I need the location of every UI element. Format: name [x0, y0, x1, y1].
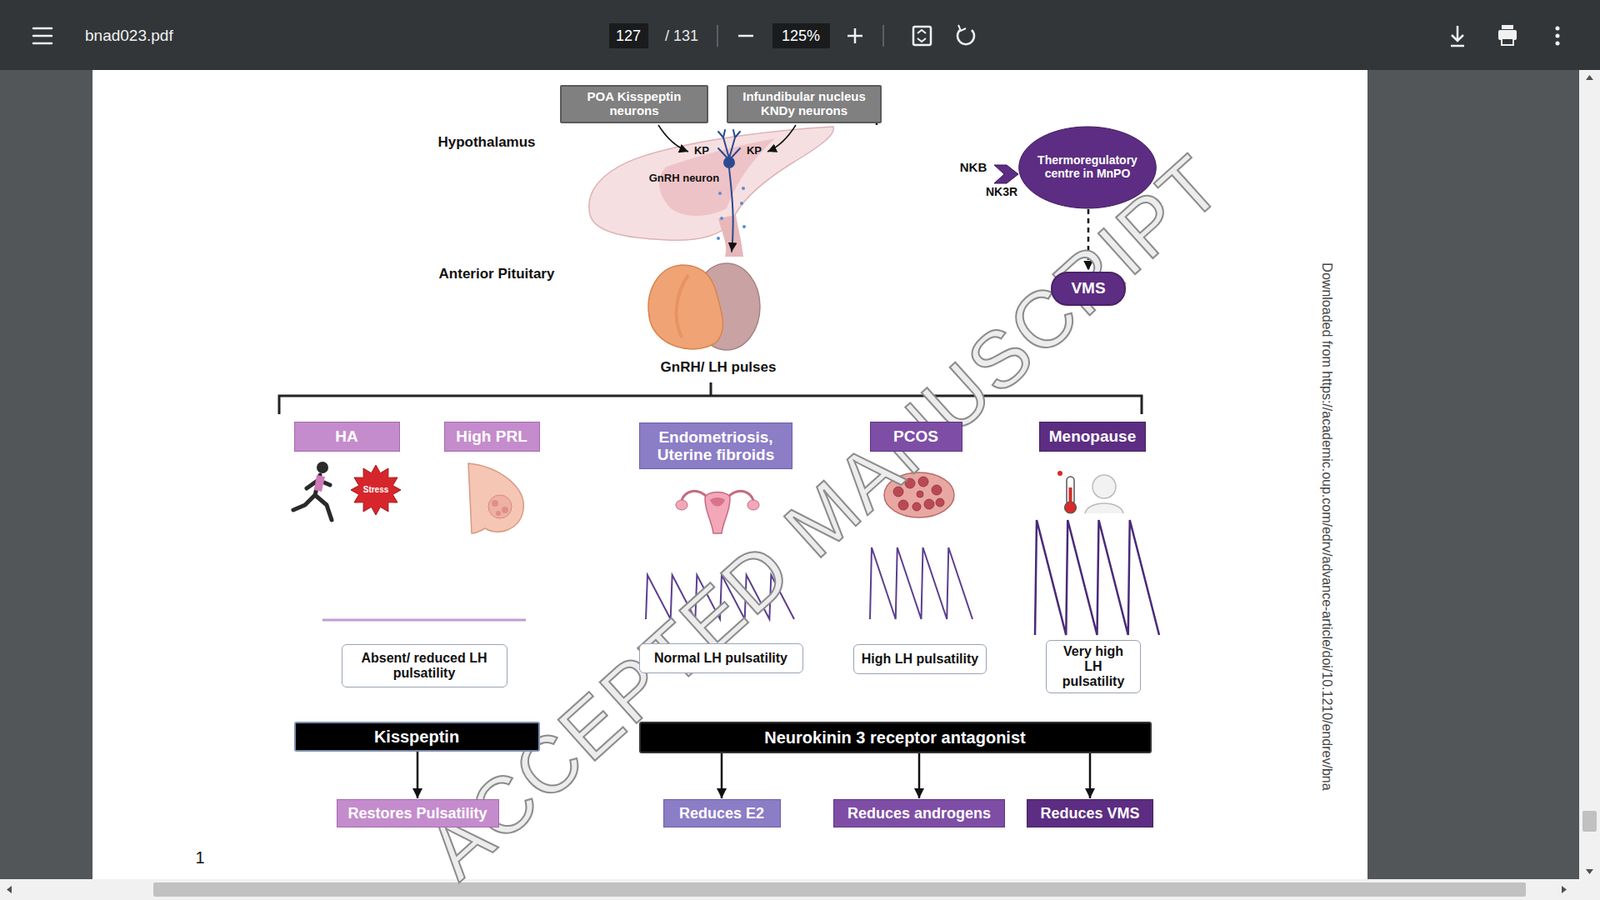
pulsatility-box: Very high LH pulsatility [1045, 640, 1141, 694]
node-text: Reduces E2 [679, 805, 765, 822]
node-text: Infundibular nucleus KNDy neurons [735, 90, 874, 119]
node-text: Menopause [1049, 427, 1137, 445]
receptor-symbol [994, 165, 1019, 184]
node-text: Neurokinin 3 receptor antagonist [764, 728, 1025, 747]
peptide-label: KP [694, 145, 710, 158]
gnrh-neuron [718, 130, 740, 252]
anterior-pituitary [648, 265, 723, 350]
neuron-group-box: Infundibular nucleus KNDy neurons [726, 85, 882, 124]
watermark: ACCEPTED MANUSCRIPT [410, 136, 1240, 898]
effect-box: Reduces VMS [1026, 799, 1154, 828]
arrow-connector [1089, 753, 1092, 799]
page-number: 1 [195, 848, 205, 868]
node-text: Very high LH pulsatility [1053, 644, 1134, 690]
neuron-group-box: POA Kisspeptin neurons [560, 85, 709, 124]
node-text: HA [335, 427, 358, 445]
node-text: Kisspeptin [374, 727, 460, 746]
node-text: POA Kisspeptin neurons [568, 90, 700, 119]
node-text: PCOS [893, 427, 939, 445]
receptor-label: NK3R [985, 185, 1018, 199]
arrow-connector [416, 751, 420, 799]
node-text: Restores Pulsatility [347, 805, 487, 822]
node-text: Thermoregulatory centre in MnPO [1034, 154, 1141, 180]
node-text: Endometriosis, Uterine fibroids [646, 428, 785, 465]
ligand-label: NKB [960, 160, 988, 175]
stress-label: Stress [363, 485, 390, 495]
effect-box: Restores Pulsatility [336, 799, 500, 828]
brain-centre-ellipse: Thermoregulatory centre in MnPO [1017, 125, 1158, 210]
node-text: High LH pulsatility [861, 651, 979, 667]
stress-star [350, 465, 401, 515]
node-text: Normal LH pulsatility [654, 650, 788, 666]
condition-box: High PRL [444, 421, 540, 452]
arrow-connector [720, 753, 724, 799]
node-text: Reduces androgens [847, 805, 991, 822]
node-text: Reduces VMS [1040, 805, 1140, 822]
peptide-label: KP [746, 145, 762, 158]
signal-label: GnRH/ LH pulses [660, 359, 777, 376]
download-note: Downloaded from https://academic.oup.com… [1319, 262, 1335, 790]
region-label: Anterior Pituitary [439, 265, 555, 283]
symptom-pill: VMS [1050, 271, 1126, 306]
hot-flush-icon [1057, 470, 1124, 514]
node-text: High PRL [455, 427, 528, 445]
page-number-field: 127 [615, 27, 641, 45]
pulsatility-box: Absent/ reduced LH pulsatility [341, 644, 508, 688]
arrow-connector [875, 123, 879, 125]
lh-pulse-trace [870, 547, 973, 620]
pulsatility-box: Normal LH pulsatility [639, 643, 804, 674]
file-name: bnad023.pdf [85, 26, 174, 45]
condition-box: Menopause [1039, 421, 1146, 452]
lh-pulse-trace [1035, 520, 1160, 635]
pituitary-stalk [718, 215, 744, 257]
pulsatility-box: High LH pulsatility [853, 644, 987, 675]
condition-box: Endometriosis, Uterine fibroids [639, 422, 793, 470]
hypothalamus-shape [589, 126, 835, 240]
node-text: Absent/ reduced LH pulsatility [349, 650, 500, 681]
zoom-level: 125% [781, 27, 820, 45]
treatment-bar: Kisspeptin [294, 721, 540, 752]
node-text: VMS [1070, 279, 1105, 297]
flat-lh-trace [322, 619, 526, 622]
effect-box: Reduces androgens [833, 799, 1005, 828]
runner-icon [293, 475, 332, 520]
condition-box: PCOS [870, 421, 963, 452]
arrow-connector [918, 753, 921, 799]
neuron-label: GnRH neuron [649, 172, 720, 185]
condition-box: HA [294, 421, 400, 452]
treatment-bar: Neurokinin 3 receptor antagonist [639, 721, 1152, 754]
breast-icon [468, 463, 524, 534]
region-label: Hypothalamus [437, 134, 535, 151]
page-count: / 131 [665, 27, 699, 45]
effect-box: Reduces E2 [663, 799, 781, 828]
